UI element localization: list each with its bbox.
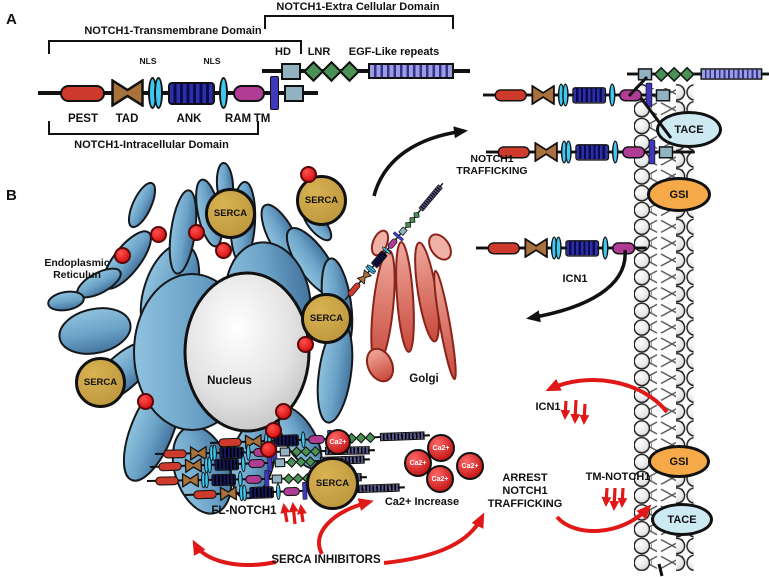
- calcium-ion: [150, 226, 167, 243]
- serca-pump: SERCA: [296, 175, 347, 226]
- er-label-line1: Endoplasmic: [44, 257, 110, 269]
- notch1-trafficking-label: NOTCH1 TRAFFICKING: [446, 153, 538, 178]
- serca-label: SERCA: [315, 478, 350, 489]
- intracellular-domain-label: NOTCH1-Intracellular Domain: [74, 139, 229, 151]
- calcium-ion: [275, 403, 292, 420]
- icn1-label: ICN1: [562, 273, 588, 285]
- ca2-label: Ca2+: [461, 462, 479, 470]
- ca2-label: Ca2+: [432, 444, 450, 452]
- tace-enzyme: TACE: [656, 111, 722, 148]
- ram-domain: [233, 84, 265, 102]
- tad-label: TAD: [115, 113, 139, 125]
- panel-b-label: B: [6, 187, 17, 204]
- lnr-domain: [302, 60, 361, 82]
- tm-label: TM: [253, 113, 271, 125]
- notch1-trafficking-molecule: [340, 179, 448, 304]
- fl-notch1-molecule: [185, 478, 405, 504]
- calcium-ion: [265, 422, 282, 439]
- egf-repeats-label: EGF-Like repeats: [348, 46, 440, 58]
- extracellular-domain-label: NOTCH1-Extra Cellular Domain: [276, 1, 440, 13]
- gsi-label: GSI: [669, 455, 689, 468]
- lnr-label: LNR: [307, 46, 331, 58]
- golgi-shape: [365, 229, 457, 383]
- calcium-ion: [260, 441, 277, 458]
- ca2-ion: Ca2+: [404, 449, 432, 477]
- serca-pump: SERCA: [301, 293, 352, 344]
- tace-label: TACE: [674, 123, 704, 136]
- serca-pump: SERCA: [306, 457, 359, 510]
- nucleus-label: Nucleus: [207, 375, 252, 387]
- serca-label: SERCA: [83, 377, 118, 388]
- calcium-ion: [137, 393, 154, 410]
- nls-domain: [148, 77, 163, 109]
- hd-domain: [281, 62, 301, 80]
- trafficking-label-line2: TRAFFICKING: [456, 164, 528, 177]
- nls-label: NLS: [139, 56, 157, 66]
- serca-pump: SERCA: [75, 357, 126, 408]
- tad-domain: [111, 79, 144, 107]
- gsi-enzyme: GSI: [648, 445, 710, 478]
- panel-a-label: A: [6, 11, 17, 28]
- serca-pump: SERCA: [205, 188, 256, 239]
- ca2-ion: Ca2+: [427, 434, 455, 462]
- calcium-ion: [215, 242, 232, 259]
- calcium-ion: [188, 224, 205, 241]
- ca2-label: Ca2+: [409, 459, 427, 467]
- transmembrane-domain-label: NOTCH1-Transmembrane Domain: [84, 25, 262, 37]
- hd-label: HD: [275, 46, 291, 58]
- calcium-ion: [300, 166, 317, 183]
- ca2-label: Ca2+: [329, 438, 347, 446]
- tm-domain: [270, 76, 279, 110]
- tace-enzyme: TACE: [651, 503, 713, 536]
- serca-inhibitors-label: SERCA INHIBITORS: [271, 554, 381, 566]
- ank-domain: [168, 81, 215, 105]
- tm-notch1-label: TM-NOTCH1: [585, 471, 651, 483]
- notch1-heterodimer-icd: [483, 82, 671, 108]
- notch1-heterodimer-ecd: [627, 61, 769, 87]
- arrest-line3: TRAFFICKING: [487, 498, 563, 510]
- egf-repeats-domain: [368, 63, 454, 79]
- arrest-line2: NOTCH1: [502, 485, 548, 497]
- calcium-ion: [297, 336, 314, 353]
- ca2-ion: Ca2+: [325, 429, 351, 455]
- gsi-label: GSI: [669, 188, 689, 201]
- calcium-ion: [114, 247, 131, 264]
- notch1-intracellular-diagram: [38, 75, 318, 111]
- extracellular-domain-bracket: [264, 15, 454, 29]
- arrest-notch1-trafficking-label: ARREST NOTCH1 TRAFFICKING: [483, 472, 567, 511]
- intracellular-domain-bracket: [48, 121, 259, 135]
- fl-notch1-label: FL-NOTCH1: [211, 505, 277, 517]
- golgi-label: Golgi: [409, 373, 439, 385]
- ca2-ion: Ca2+: [426, 465, 454, 493]
- tace-label: TACE: [667, 513, 697, 526]
- ank-label: ANK: [176, 113, 202, 125]
- ca-increase-label: Ca2+ Increase: [384, 496, 460, 508]
- serca-label: SERCA: [304, 195, 339, 206]
- icn1-decrease-label: ICN1: [535, 401, 561, 413]
- hd-domain: [284, 84, 304, 102]
- pest-label: PEST: [67, 113, 99, 125]
- nls-label: NLS: [203, 56, 221, 66]
- ram-label: RAM: [224, 113, 252, 125]
- pest-domain: [60, 84, 105, 102]
- er-label: Endoplasmic Reticulun: [28, 257, 126, 282]
- ca2-label: Ca2+: [431, 475, 449, 483]
- arrest-line1: ARREST: [502, 472, 548, 484]
- gsi-enzyme: GSI: [647, 177, 711, 212]
- serca-label: SERCA: [213, 208, 248, 219]
- nls-domain: [219, 77, 228, 109]
- transmembrane-domain-bracket: [48, 40, 302, 54]
- tm-notch1-at-membrane: [486, 139, 695, 165]
- trafficking-label-line1: NOTCH1: [470, 153, 514, 165]
- er-label-line2: Reticulun: [53, 268, 101, 281]
- notch1-extracellular-diagram: [262, 53, 470, 89]
- icn1-molecule: [476, 235, 647, 261]
- serca-label: SERCA: [309, 313, 344, 324]
- ca2-ion: Ca2+: [456, 452, 484, 480]
